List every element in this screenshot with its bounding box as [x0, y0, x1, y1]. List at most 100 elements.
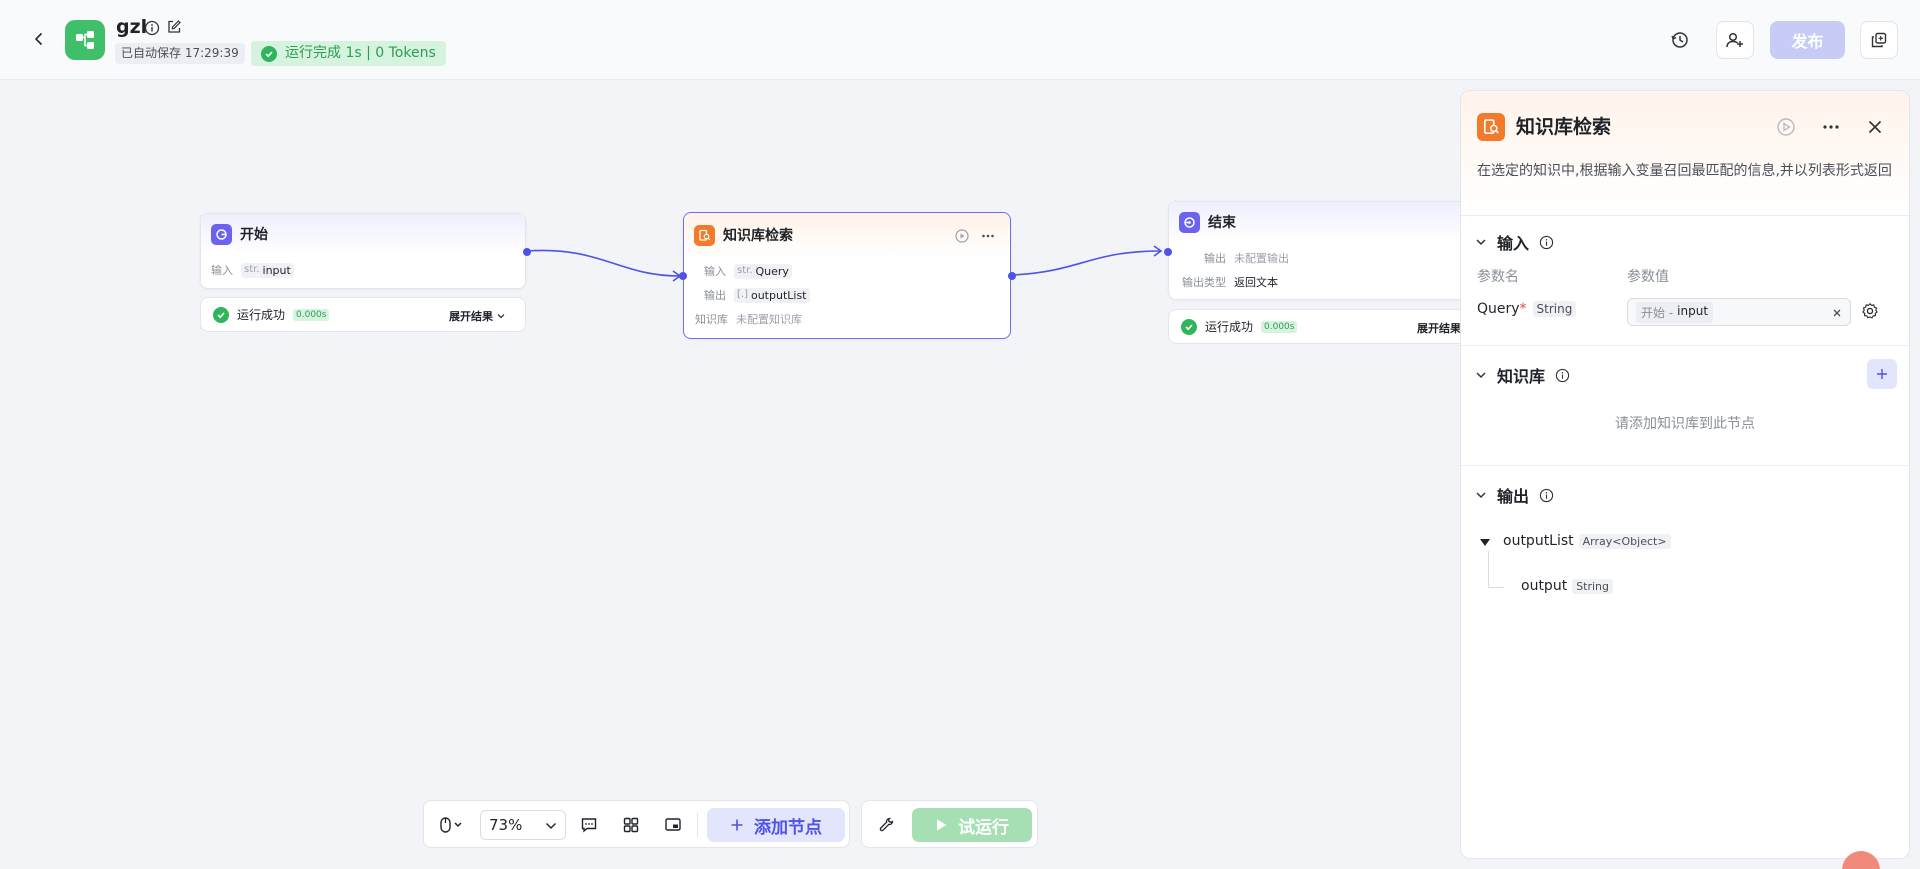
wrench-icon	[879, 817, 894, 832]
kb-output-port[interactable]	[1008, 272, 1016, 280]
add-user-icon	[1726, 32, 1743, 48]
end-result-status: 运行成功	[1205, 320, 1254, 334]
kb-library-key: 知识库	[695, 313, 728, 326]
add-knowledge-button[interactable]	[1867, 359, 1897, 389]
collaborators-button[interactable]	[1716, 21, 1754, 59]
start-node-title: 开始	[240, 227, 268, 243]
chevron-down-icon	[497, 314, 505, 319]
kb-output-row: 输出 [.]outputList	[698, 287, 810, 303]
caret-down-icon[interactable]	[1479, 538, 1491, 548]
kb-input-port[interactable]	[679, 272, 687, 280]
start-result-time: 0.000s	[293, 308, 330, 321]
kb-library-value: 未配置知识库	[736, 313, 802, 326]
end-output-row: 输出 未配置输出	[1183, 250, 1289, 266]
autosave-status: 已自动保存 17:29:39	[115, 43, 245, 64]
info-icon[interactable]	[144, 20, 160, 36]
chevron-down-icon	[1476, 492, 1486, 499]
comment-button[interactable]	[574, 809, 604, 841]
test-run-button[interactable]: 试运行	[912, 808, 1032, 842]
start-input-row: 输入 str.input	[205, 262, 294, 278]
knowledge-empty-hint: 请添加知识库到此节点	[1615, 416, 1755, 432]
edit-icon[interactable]	[166, 19, 182, 35]
tree-connector	[1488, 587, 1504, 588]
reference-chip: 开始 -input	[1636, 301, 1714, 323]
play-circle-icon[interactable]	[955, 229, 969, 243]
history-icon	[1671, 32, 1688, 48]
output-root-field: outputList Array<Object>	[1503, 533, 1671, 549]
start-output-port[interactable]	[523, 248, 531, 256]
auto-layout-button[interactable]	[616, 809, 646, 841]
start-input-key: 输入	[211, 264, 233, 277]
minimap-button[interactable]	[658, 809, 688, 841]
end-output-type-key: 输出类型	[1182, 276, 1226, 289]
info-icon[interactable]	[1539, 488, 1554, 503]
knowledge-section: 知识库	[1461, 346, 1909, 466]
kb-input-tag: str.Query	[734, 263, 792, 279]
kb-input-row: 输入 str.Query	[698, 263, 792, 279]
mouse-icon	[440, 817, 462, 833]
end-result-time: 0.000s	[1261, 320, 1298, 333]
check-circle-icon	[1181, 318, 1197, 335]
end-output-type-row: 输出类型 返回文本	[1177, 274, 1278, 290]
end-result-bar: 运行成功 0.000s 展开结果	[1168, 309, 1468, 344]
info-icon[interactable]	[1539, 235, 1554, 250]
param-name-column-label: 参数名	[1477, 269, 1519, 285]
panel-description: 在选定的知识中,根据输入变量召回最匹配的信息,并以列表形式返回	[1477, 163, 1892, 179]
info-icon[interactable]	[1555, 368, 1570, 383]
start-input-tag: str.input	[241, 262, 294, 278]
debug-tools-button[interactable]	[872, 809, 902, 841]
output-section-header[interactable]: 输出	[1475, 483, 1554, 507]
start-expand-results[interactable]: 展开结果	[449, 308, 505, 324]
end-input-port[interactable]	[1164, 248, 1172, 256]
close-icon[interactable]	[1866, 118, 1884, 136]
back-button[interactable]	[28, 28, 50, 50]
query-param: Query* String	[1477, 301, 1577, 317]
run-status-text: 运行完成 1s | 0 Tokens	[285, 45, 436, 61]
end-output-type-value: 返回文本	[1234, 276, 1278, 289]
more-icon[interactable]	[1821, 117, 1841, 137]
tree-connector	[1488, 551, 1489, 587]
start-node[interactable]: 开始 输入 str.input	[200, 213, 531, 289]
param-value-column-label: 参数值	[1627, 269, 1669, 285]
chevron-left-icon	[35, 33, 42, 45]
play-circle-icon[interactable]	[1776, 117, 1796, 137]
query-value-reference[interactable]: 开始 -input	[1627, 298, 1851, 326]
node-config-panel: 知识库检索 在选定的知识中,根据输入变量召回最匹配的信息,并以列表形式返回 输入…	[1460, 90, 1910, 859]
canvas-toolbar: 73% 添加节点	[423, 800, 850, 848]
output-child-type: String	[1572, 578, 1614, 594]
toolbar-divider	[697, 813, 698, 837]
app-name: gzl	[116, 16, 148, 38]
zoom-select[interactable]: 73%	[480, 810, 566, 840]
history-button[interactable]	[1661, 21, 1699, 59]
assistant-avatar[interactable]	[1842, 851, 1880, 869]
input-section-header[interactable]: 输入	[1475, 230, 1554, 254]
interaction-mode-button[interactable]	[434, 809, 470, 841]
end-node-header: 结束	[1169, 202, 1467, 242]
start-node-header: 开始	[201, 214, 525, 254]
end-output-key: 输出	[1204, 252, 1226, 265]
panel-title: 知识库检索	[1516, 116, 1612, 138]
copy-icon	[1871, 32, 1887, 48]
publish-button[interactable]: 发布	[1770, 21, 1845, 59]
settings-icon[interactable]	[1861, 302, 1879, 320]
output-root-type: Array<Object>	[1578, 533, 1671, 549]
check-circle-icon	[213, 306, 229, 323]
kb-node-title: 知识库检索	[723, 228, 793, 244]
end-expand-results[interactable]: 展开结果	[1417, 322, 1461, 335]
kb-input-key: 输入	[704, 265, 726, 278]
add-node-button[interactable]: 添加节点	[707, 808, 845, 842]
knowledge-section-header[interactable]: 知识库	[1475, 363, 1570, 387]
duplicate-button[interactable]	[1860, 21, 1898, 59]
more-icon[interactable]	[981, 229, 995, 243]
start-icon	[211, 223, 232, 245]
header: gzl 已自动保存 17:29:39 运行完成 1s | 0 Tokens 发布	[0, 0, 1920, 80]
kb-node[interactable]: 知识库检索 输入 str.Query 输出 [.]outputList 知识库 …	[679, 212, 1016, 339]
workflow-icon	[76, 31, 94, 49]
plus-icon	[1877, 369, 1887, 379]
end-node[interactable]: 结束 输出 未配置输出 输出类型 返回文本	[1164, 201, 1468, 300]
end-node-title: 结束	[1208, 215, 1236, 231]
end-output-value: 未配置输出	[1234, 252, 1289, 265]
clear-icon[interactable]	[1832, 308, 1842, 318]
kb-output-tag: [.]outputList	[734, 287, 810, 303]
chevron-down-icon	[1476, 239, 1486, 246]
